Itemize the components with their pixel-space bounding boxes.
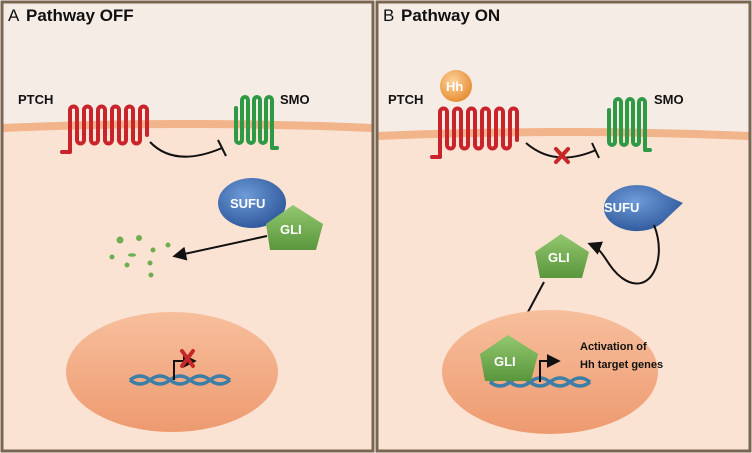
panel-b-hh-ligand — [440, 70, 472, 102]
panel-a-inhibition-bar — [217, 139, 227, 157]
panel-b-smo-label: SMO — [654, 92, 684, 107]
panel-b-sufu-label: SUFU — [604, 200, 639, 215]
panel-b-blocked-inhibition-icon — [554, 147, 570, 164]
panel-b-gli-free-protein — [535, 234, 589, 278]
panel-b-ptch-receptor — [430, 106, 519, 159]
panel-b-gli-free-label: GLI — [548, 250, 570, 265]
panel-b-activation-line1: Activation of — [580, 341, 647, 353]
panel-b-sufu-protein — [603, 185, 683, 232]
panel-a-sufu-label: SUFU — [230, 196, 265, 211]
panel-b-release-arrow — [587, 224, 660, 285]
panel-b-transcription-arrow — [539, 354, 561, 382]
panel-b-gli-nucleus-label: GLI — [494, 354, 516, 369]
panel-b-letter: B — [383, 6, 394, 25]
panel-a-smo-label: SMO — [280, 92, 310, 107]
panel-b-ptch-label: PTCH — [388, 92, 423, 107]
panel-b-membrane — [376, 128, 751, 140]
panel-a-gli-protein — [266, 205, 323, 250]
panel-b-border — [375, 0, 752, 453]
panel-b-inhibition-bar — [591, 142, 600, 159]
panel-a-smo-receptor — [234, 95, 279, 150]
panel-a-sufu-protein — [218, 178, 286, 228]
panel-a-title: Pathway OFF — [26, 6, 134, 25]
panel-a-ptch-label: PTCH — [18, 92, 53, 107]
panel-a-degradation-arrow — [172, 235, 268, 261]
panel-b: B Pathway ON Hh PTCH SMO SUFU GLI — [375, 0, 752, 453]
panel-a-blocked-transcription-icon — [180, 349, 195, 368]
panel-b-gli-nucleus-protein — [480, 335, 538, 381]
panel-b-hh-label: Hh — [446, 79, 463, 94]
panel-a-gli-fragments — [109, 235, 171, 278]
panel-a-border — [0, 0, 375, 453]
panel-a-letter: A — [8, 6, 20, 25]
panel-a: A Pathway OFF PTCH SMO SUFU GLI — [0, 0, 375, 453]
panel-a-nucleus — [66, 312, 278, 432]
panel-a-gli-label: GLI — [280, 222, 302, 237]
panel-b-nucleus — [442, 310, 658, 434]
panel-a-ptch-receptor — [60, 104, 149, 154]
panel-b-activation-line2: Hh target genes — [580, 359, 663, 371]
panel-a-inhibition-arc — [149, 141, 223, 158]
panel-b-smo-receptor — [607, 97, 652, 152]
panel-b-title: Pathway ON — [401, 6, 500, 25]
panel-a-membrane — [1, 120, 374, 132]
panel-a-dna-helix — [128, 374, 232, 386]
